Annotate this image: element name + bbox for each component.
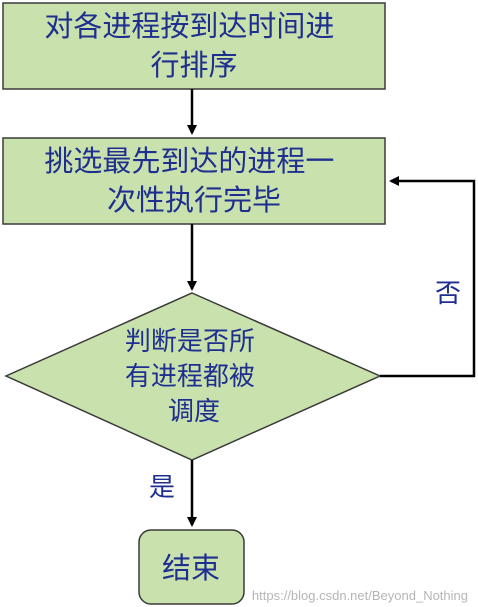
arrow-no-loop xyxy=(380,176,476,378)
decision-label: 判断是否所 有进程都被 调度 xyxy=(125,327,263,427)
decision-label-line-1: 判断是否所 xyxy=(125,327,255,357)
sort-processes-box xyxy=(2,2,386,90)
sort-label-line-2: 行排序 xyxy=(150,48,237,82)
select-process-label: 挑选最先到达的进程一 次性执行完毕 xyxy=(44,144,343,217)
decision-label-line-3: 调度 xyxy=(168,397,220,427)
watermark: https://blog.csdn.net/Beyond_Nothing xyxy=(251,588,468,603)
end-box xyxy=(138,529,245,605)
select-label-line-1: 挑选最先到达的进程一 xyxy=(44,144,334,178)
decision-label-line-2: 有进程都被 xyxy=(125,362,255,392)
sort-label-line-1: 对各进程按到达时间进 xyxy=(44,9,334,43)
no-label: 否 xyxy=(435,279,461,309)
sort-processes-label: 对各进程按到达时间进 行排序 xyxy=(44,9,343,82)
select-process-box xyxy=(2,137,386,225)
select-label-line-2: 次性执行完毕 xyxy=(107,183,281,217)
yes-label: 是 xyxy=(149,473,175,503)
end-label: 结束 xyxy=(162,551,220,585)
